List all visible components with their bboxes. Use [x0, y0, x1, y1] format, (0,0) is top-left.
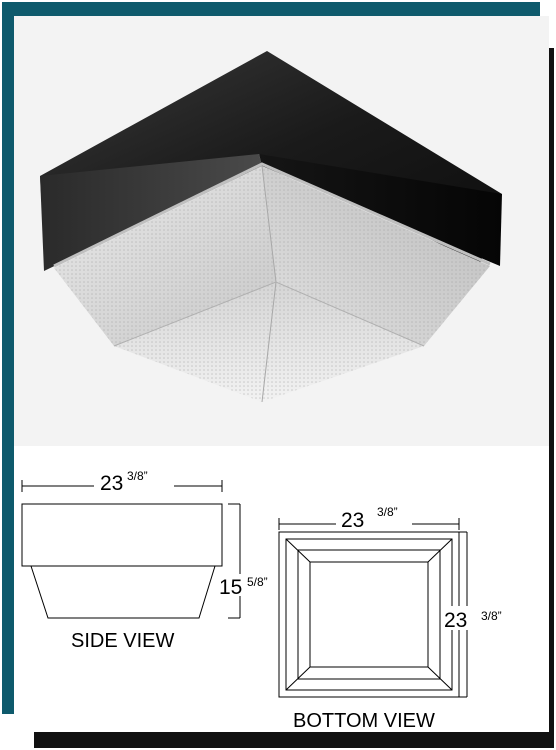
product-frame: 23 3/8” 15 5/8” SIDE VIEW	[2, 2, 549, 732]
bottom-view-drawing: 23 3/8”	[278, 505, 502, 732]
bottom-width-fraction: 3/8”	[377, 505, 398, 519]
side-view-caption: SIDE VIEW	[71, 630, 174, 652]
bottom-depth-whole: 23	[444, 609, 467, 632]
side-lens-outline	[30, 565, 216, 619]
bottom-view-caption: BOTTOM VIEW	[293, 710, 435, 732]
product-sheet: 23 3/8” 15 5/8” SIDE VIEW	[14, 16, 549, 732]
bottom-depth-fraction: 3/8”	[481, 609, 502, 623]
ceiling-light-fixture-photo-icon	[40, 51, 502, 403]
bottom-width-whole: 23	[341, 509, 364, 532]
side-housing-outline	[21, 503, 223, 567]
dimension-drawings: 23 3/8” 15 5/8” SIDE VIEW	[14, 446, 549, 732]
dimension-drawings-svg: 23 3/8” 15 5/8” SIDE VIEW	[21, 469, 502, 732]
side-height-fraction: 5/8”	[247, 575, 268, 589]
side-height-whole: 15	[219, 576, 242, 599]
bottom-lens-outline	[309, 561, 429, 668]
side-width-fraction: 3/8”	[127, 469, 148, 483]
fixture-photo	[14, 16, 549, 446]
side-view-drawing: 23 3/8” 15 5/8” SIDE VIEW	[21, 469, 278, 652]
side-width-whole: 23	[100, 472, 123, 495]
